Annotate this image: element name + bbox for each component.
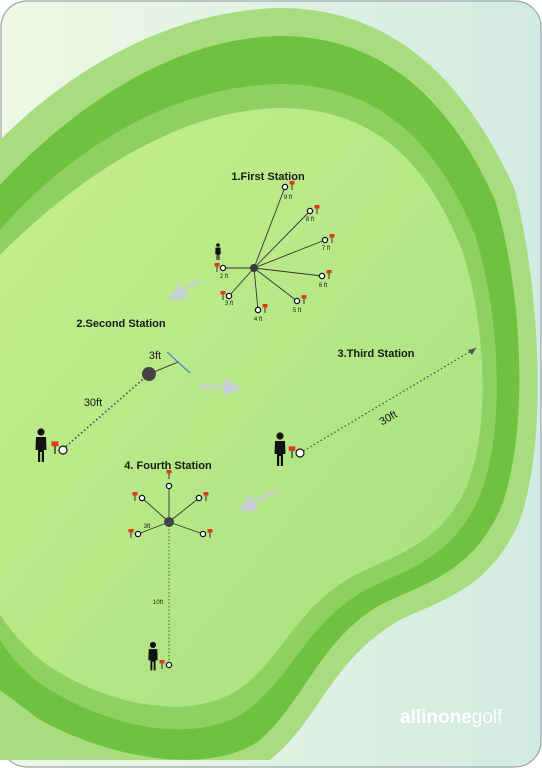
- station-1-dist-8: 8 ft: [306, 217, 315, 223]
- station-1-dist-2: 2 ft: [220, 274, 229, 280]
- station-4-hole: [164, 517, 174, 527]
- station-1-dist-5: 5 ft: [293, 308, 302, 314]
- station-1-dist-7: 7 ft: [322, 246, 331, 252]
- station-4-title: 4. Fourth Station: [124, 460, 212, 472]
- station-3: 3.Third Station 30ft: [274, 347, 477, 466]
- brand-logo: allinonegolf: [400, 707, 503, 728]
- station-3-ball: [295, 448, 305, 458]
- station-1-dist-6: 6 ft: [319, 283, 328, 289]
- station-4-dist-10ft: 10ft: [153, 600, 163, 606]
- station-2-ball: [58, 445, 68, 455]
- station-2-title: 2.Second Station: [76, 318, 166, 330]
- direction-arrow-2: [197, 378, 242, 397]
- direction-arrow-3: [238, 488, 279, 512]
- inner-green: [0, 108, 483, 707]
- station-1-title: 1.First Station: [231, 171, 305, 183]
- station-2-hole: [142, 367, 156, 381]
- station-1-dist-3: 3 ft: [225, 301, 234, 307]
- station-1-dist-9: 9 ft: [284, 195, 293, 201]
- station-1-dist-4: 4 ft: [254, 317, 263, 323]
- station-4: 4. Fourth Station 3ft 10ft: [124, 460, 213, 671]
- station-4-dist-3ft: 3ft: [144, 524, 151, 530]
- station-2-dist-3ft: 3ft: [149, 350, 161, 362]
- station-2: 2.Second Station 3ft 30ft: [35, 318, 191, 462]
- station-2-putt-line: [62, 373, 150, 450]
- station-2-gate: [166, 351, 191, 374]
- station-3-title: 3.Third Station: [338, 348, 415, 360]
- station-1: 1.First Station 9 f: [214, 171, 335, 323]
- brand-logo-bold: allinone: [400, 707, 472, 728]
- direction-arrow-1: [168, 278, 201, 302]
- brand-logo-light: golf: [472, 707, 503, 728]
- station-2-dist-30ft: 30ft: [84, 397, 102, 409]
- station-1-hole: [250, 264, 258, 272]
